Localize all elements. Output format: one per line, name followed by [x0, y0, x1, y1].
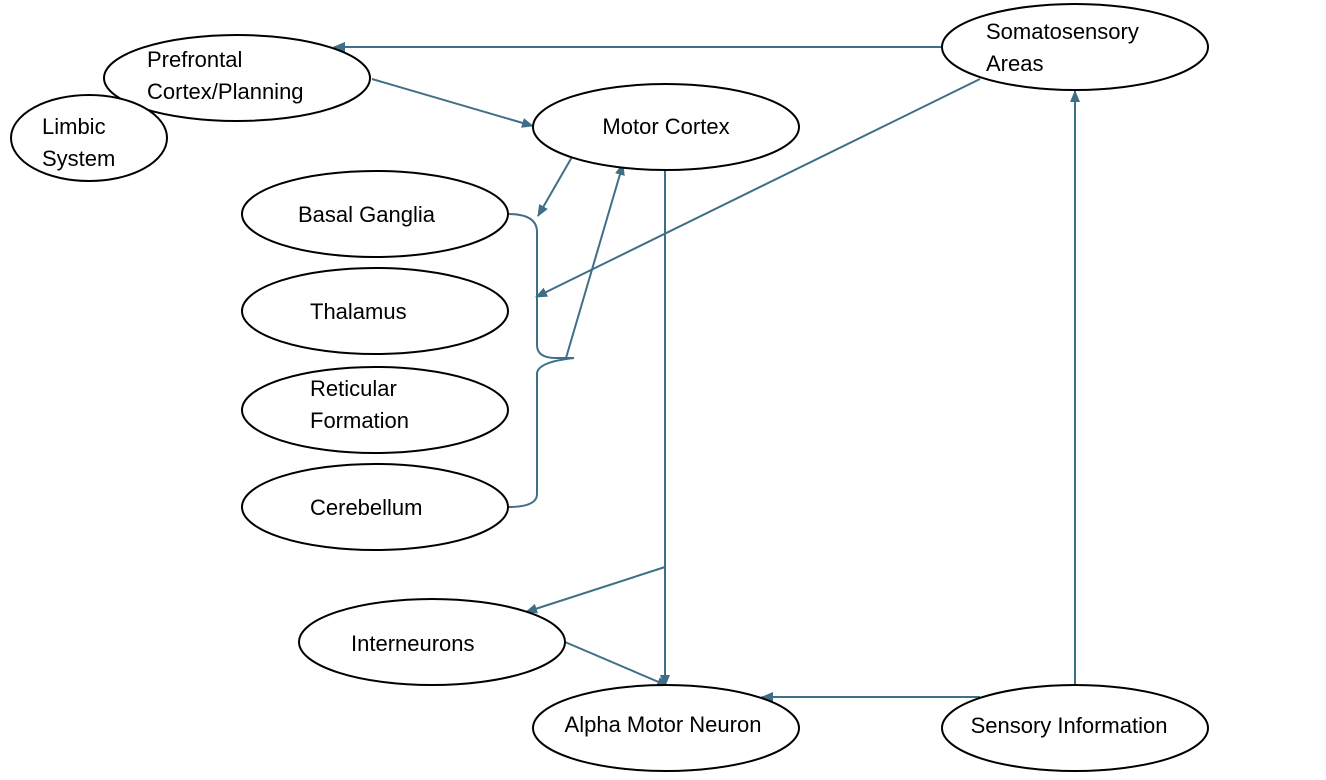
- node-basal-ganglia: Basal Ganglia: [241, 170, 509, 258]
- motor-cortex-label: Motor Cortex: [602, 114, 729, 139]
- sensory-information-label: Sensory Information: [971, 713, 1168, 738]
- edge-subcortical-to-motor-cortex: [565, 163, 625, 359]
- interneurons-label: Interneurons: [351, 631, 475, 656]
- reticular-label-line1: Reticular: [310, 376, 397, 401]
- edge-somatosensory-to-thalamus: [535, 78, 981, 298]
- cerebellum-label: Cerebellum: [310, 495, 423, 520]
- edge-interneurons-to-alpha-motor: [564, 641, 669, 687]
- node-somatosensory-areas: Somatosensory Areas: [941, 3, 1209, 91]
- node-cerebellum: Cerebellum: [241, 463, 509, 551]
- somatosensory-label-line2: Areas: [986, 51, 1043, 76]
- limbic-label-line1: Limbic: [42, 114, 106, 139]
- node-alpha-motor-neuron: Alpha Motor Neuron: [532, 684, 800, 772]
- prefrontal-label-line1: Prefrontal: [147, 47, 242, 72]
- edge-branch-to-interneurons: [525, 566, 666, 614]
- edge-prefrontal-to-motor-cortex: [371, 78, 534, 128]
- node-sensory-information: Sensory Information: [941, 684, 1209, 772]
- node-prefrontal-cortex: Prefrontal Cortex/Planning: [103, 34, 371, 122]
- node-reticular-formation: Reticular Formation: [241, 366, 509, 454]
- node-limbic-system: Limbic System: [10, 94, 168, 182]
- edges: [333, 42, 1080, 702]
- limbic-label-line2: System: [42, 146, 115, 171]
- prefrontal-label-line2: Cortex/Planning: [147, 79, 304, 104]
- subcortical-bracket: [507, 213, 575, 508]
- node-motor-cortex: Motor Cortex: [532, 83, 800, 171]
- basal-ganglia-label: Basal Ganglia: [298, 202, 436, 227]
- somatosensory-label-line1: Somatosensory: [986, 19, 1139, 44]
- node-thalamus: Thalamus: [241, 267, 509, 355]
- alpha-motor-neuron-label: Alpha Motor Neuron: [565, 712, 762, 737]
- reticular-label-line2: Formation: [310, 408, 409, 433]
- node-interneurons: Interneurons: [298, 598, 566, 686]
- edge-motor-cortex-to-basal-ganglia: [537, 156, 573, 217]
- thalamus-label: Thalamus: [310, 299, 407, 324]
